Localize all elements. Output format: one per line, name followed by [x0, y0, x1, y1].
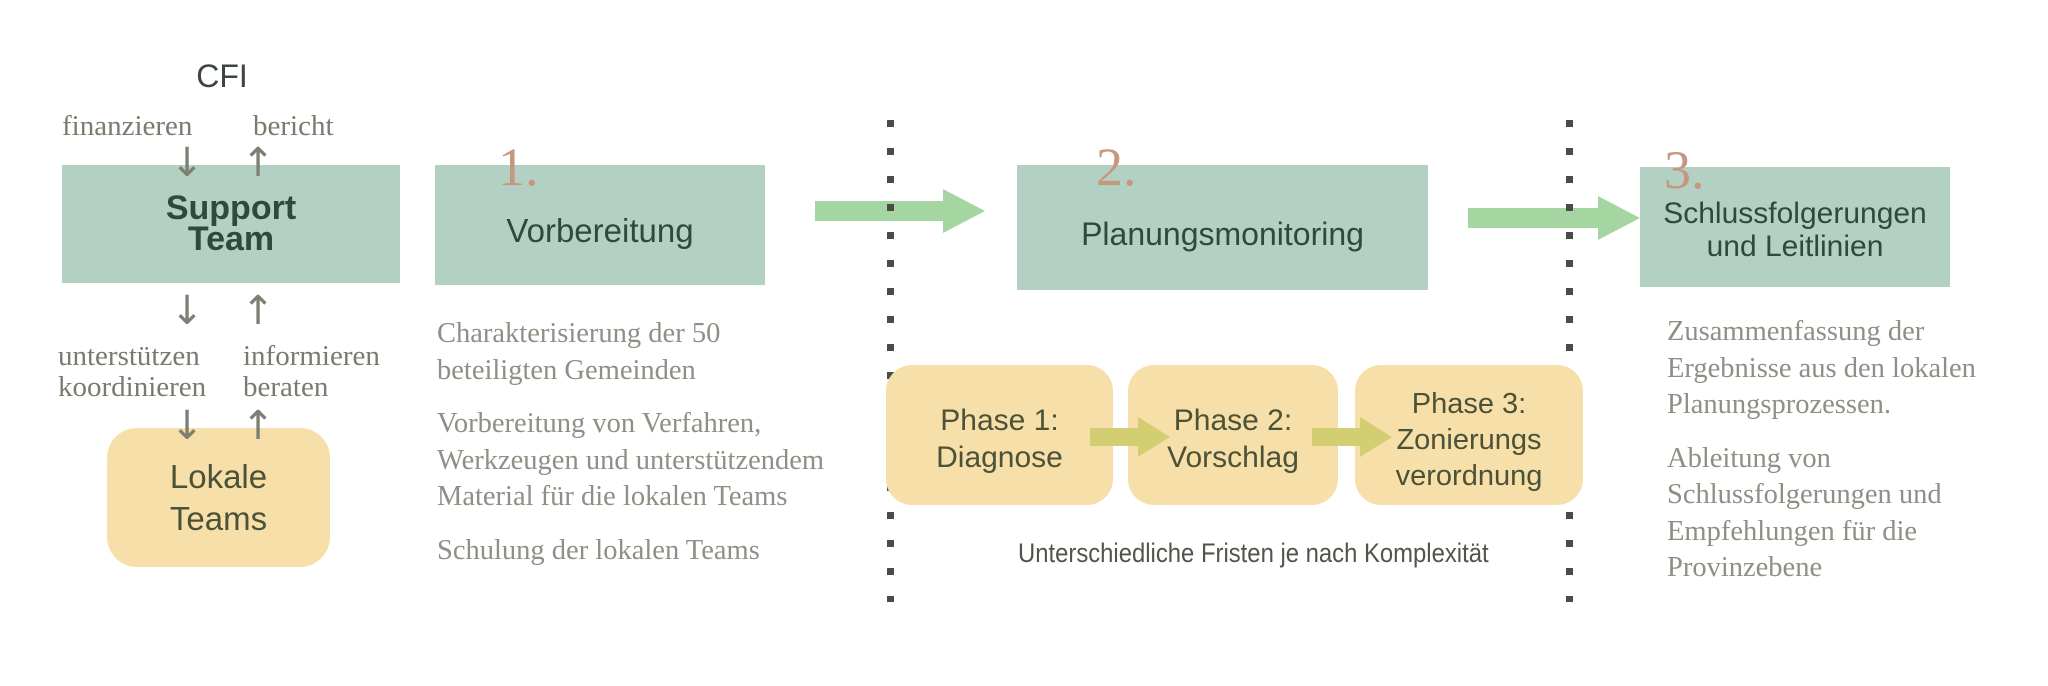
informieren-beraten-label: informieren beraten — [243, 340, 380, 403]
arrow-up-icon: ↑ — [241, 140, 275, 186]
planungsmonitoring-box: Planungsmonitoring — [1017, 165, 1428, 290]
phase-arrow-icon — [1090, 417, 1170, 457]
vorbereitung-label: Vorbereitung — [506, 212, 694, 249]
arrow-up-icon: ↑ — [241, 288, 275, 334]
lokale-teams-label: Lokale Teams — [169, 457, 268, 537]
phase-duration-caption: Unterschiedliche Fristen je nach Komplex… — [1018, 538, 1489, 568]
planungsmonitoring-label: Planungsmonitoring — [1081, 216, 1364, 252]
schlussfolgerungen-label: Schlussfolgerungen und Leitlinien — [1663, 197, 1927, 263]
stage-1-description: Charakterisierung der 50 beteiligten Gem… — [437, 316, 887, 586]
flow-arrow-icon — [815, 189, 985, 233]
schlussfolgerungen-box: Schlussfolgerungen und Leitlinien — [1640, 167, 1950, 287]
stage-1-paragraph: Charakterisierung der 50 beteiligten Gem… — [437, 318, 721, 386]
dotted-divider-line — [887, 120, 894, 602]
arrow-up-icon: ↑ — [241, 403, 275, 449]
arrow-down-icon: ↓ — [170, 403, 204, 449]
support-team-label: Support Team — [165, 189, 297, 258]
dotted-divider-line — [1566, 120, 1573, 602]
phase-1-label: Phase 1: Diagnose — [936, 404, 1063, 474]
stage-2-number: 2. — [1096, 137, 1137, 197]
stage-3-paragraph: Ableitung von Schlussfolgerungen und Emp… — [1667, 442, 1942, 584]
support-team-box: Support Team — [62, 165, 400, 283]
flow-arrow-icon — [1468, 196, 1640, 240]
phase-3-box: Phase 3: Zonierungs verordnung — [1355, 365, 1583, 505]
stage-1-paragraph: Vorbereitung von Verfahren, Werkzeugen u… — [437, 408, 825, 512]
unterstuetzen-koordinieren-label: unterstützen koordinieren — [58, 340, 207, 403]
bericht-label: bericht — [253, 110, 334, 142]
cfi-label: CFI — [196, 58, 248, 94]
finanzieren-label: finanzieren — [62, 110, 193, 142]
phase-1-box: Phase 1: Diagnose — [886, 365, 1113, 505]
phase-arrow-icon — [1312, 417, 1392, 457]
stage-3-number: 3. — [1664, 140, 1705, 200]
arrow-down-icon: ↓ — [170, 288, 204, 334]
phase-2-label: Phase 2: Vorschlag — [1167, 404, 1299, 474]
stage-1-number: 1. — [498, 137, 539, 197]
stage-3-paragraph: Zusammenfassung der Ergebnisse aus den l… — [1667, 316, 1976, 420]
stage-3-description: Zusammenfassung der Ergebnisse aus den l… — [1667, 314, 2027, 604]
vorbereitung-box: Vorbereitung — [435, 165, 765, 285]
arrow-down-icon: ↓ — [170, 140, 204, 186]
phase-3-label: Phase 3: Zonierungs verordnung — [1395, 388, 1543, 492]
lokale-teams-box: Lokale Teams — [107, 428, 330, 567]
stage-1-paragraph: Schulung der lokalen Teams — [437, 534, 760, 566]
